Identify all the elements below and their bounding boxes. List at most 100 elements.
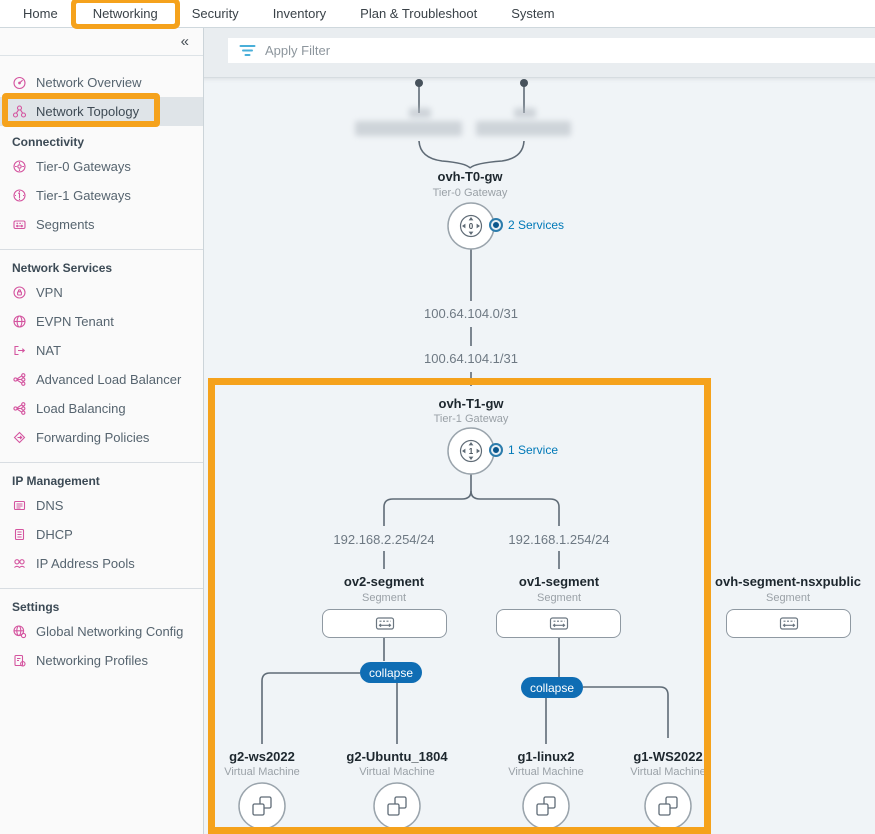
tier1-gateway-icon [12,188,27,203]
sidebar-item-label: Load Balancing [36,401,126,416]
sidebar-item-label: Forwarding Policies [36,430,150,445]
content-area: 0 1 [204,28,875,834]
sidebar-item-network-topology[interactable]: Network Topology [0,97,203,126]
t0-gateway-node[interactable]: 0 [447,202,495,250]
sidebar-item-nat[interactable]: NAT [0,336,203,365]
vpn-icon [12,285,27,300]
sidebar: « Network Overview Network Topology Conn… [0,28,204,834]
topology-icon [12,104,27,119]
vm-type: Virtual Machine [224,766,300,778]
nav-tab-home[interactable]: Home [23,6,58,21]
sidebar-item-tier1-gateways[interactable]: Tier-1 Gateways [0,181,203,210]
load-balancer-icon [12,372,27,387]
globe-gear-icon [12,624,27,639]
segment-name: ovh-segment-nsxpublic [715,574,861,589]
sidebar-header: « [0,28,203,56]
svg-text:0: 0 [469,222,474,231]
sidebar-item-label: NAT [36,343,62,358]
collapse-badge-ov2[interactable]: collapse [360,662,422,683]
uplink-subnet-label: 100.64.104.1/31 [424,351,518,366]
sidebar-item-ip-address-pools[interactable]: IP Address Pools [0,549,203,578]
vm-node-g2-ubuntu-1804[interactable] [373,782,421,830]
segment-type: Segment [536,592,582,604]
topology-canvas[interactable]: 0 1 [204,77,875,834]
sidebar-item-label: Segments [36,217,95,232]
vm-name: g1-linux2 [517,749,575,764]
sidebar-item-evpn-tenant[interactable]: EVPN Tenant [0,307,203,336]
vm-node-g1-ws2022[interactable] [644,782,692,830]
sidebar-item-dhcp[interactable]: DHCP [0,520,203,549]
segment-card-nsxpublic[interactable] [726,609,851,638]
sidebar-section-ip-management: IP Management [12,474,100,488]
filter-input[interactable] [265,43,665,58]
redacted-uplink-label [514,108,536,118]
t0-services-link[interactable]: 2 Services [491,218,564,232]
vm-node-g1-linux2[interactable] [522,782,570,830]
forwarding-icon [12,430,27,445]
sidebar-item-label: Networking Profiles [36,653,148,668]
collapse-badge-ov1[interactable]: collapse [521,677,583,698]
sidebar-nav: Network Overview Network Topology Connec… [0,56,203,675]
filter-bar[interactable] [228,38,875,63]
sidebar-item-advanced-load-balancer[interactable]: Advanced Load Balancer [0,365,203,394]
redacted-uplink-label [355,121,462,136]
gauge-icon [12,75,27,90]
segment-type: Segment [361,592,407,604]
sidebar-collapse-button[interactable]: « [180,33,189,50]
segment-icon [779,617,798,630]
services-dot-icon [491,445,501,455]
sidebar-item-label: Network Topology [36,104,140,119]
services-dot-icon [491,220,501,230]
sidebar-item-forwarding-policies[interactable]: Forwarding Policies [0,423,203,452]
sidebar-item-label: VPN [36,285,63,300]
segment-card-ov1[interactable] [496,609,621,638]
sidebar-item-label: Network Overview [36,75,142,90]
vm-name: g2-ws2022 [229,749,295,764]
sidebar-section-connectivity: Connectivity [12,135,85,149]
top-nav: Home Networking Security Inventory Plan … [0,0,875,28]
nav-tab-system[interactable]: System [511,6,555,21]
sidebar-item-global-networking-config[interactable]: Global Networking Config [0,617,203,646]
segment-card-ov2[interactable] [322,609,447,638]
sidebar-item-segments[interactable]: Segments [0,210,203,239]
sidebar-item-vpn[interactable]: VPN [0,278,203,307]
sidebar-item-dns[interactable]: DNS [0,491,203,520]
segment-type: Segment [765,592,811,604]
t1-services-link[interactable]: 1 Service [491,443,558,457]
sidebar-item-label: Advanced Load Balancer [36,372,182,387]
nav-tab-plan-troubleshoot[interactable]: Plan & Troubleshoot [360,6,478,21]
divider [0,462,203,463]
vm-name: g1-WS2022 [633,749,703,764]
vm-name: g2-Ubuntu_1804 [346,749,448,764]
t0-gateway-name: ovh-T0-gw [437,169,503,184]
segment-name: ov2-segment [343,574,425,589]
uplink-endpoint-dot [520,79,528,87]
nav-tab-networking[interactable]: Networking [75,3,175,24]
sidebar-item-network-overview[interactable]: Network Overview [0,68,203,97]
dns-icon [12,498,27,513]
redacted-uplink-label [476,121,571,136]
sidebar-item-label: DNS [36,498,64,513]
sidebar-section-settings: Settings [12,600,60,614]
sidebar-item-label: EVPN Tenant [36,314,114,329]
vm-node-g2-ws2022[interactable] [238,782,286,830]
nav-divider [74,5,76,22]
load-balancer-icon [12,401,27,416]
sidebar-item-tier0-gateways[interactable]: Tier-0 Gateways [0,152,203,181]
t1-gateway-node[interactable]: 1 [447,427,495,475]
svg-text:1: 1 [469,447,474,456]
sidebar-item-load-balancing[interactable]: Load Balancing [0,394,203,423]
nav-tab-inventory[interactable]: Inventory [272,6,327,21]
sidebar-item-networking-profiles[interactable]: Networking Profiles [0,646,203,675]
segment-gateway-ip: 192.168.2.254/24 [333,532,435,547]
nat-icon [12,343,27,358]
dhcp-icon [12,527,27,542]
sidebar-item-label: DHCP [36,527,73,542]
divider [0,249,203,250]
tier0-gateway-icon [12,159,27,174]
vm-type: Virtual Machine [359,766,435,778]
sidebar-item-label: Tier-0 Gateways [36,159,131,174]
nav-tab-security[interactable]: Security [191,6,239,21]
uplink-subnet-label: 100.64.104.0/31 [424,306,518,321]
